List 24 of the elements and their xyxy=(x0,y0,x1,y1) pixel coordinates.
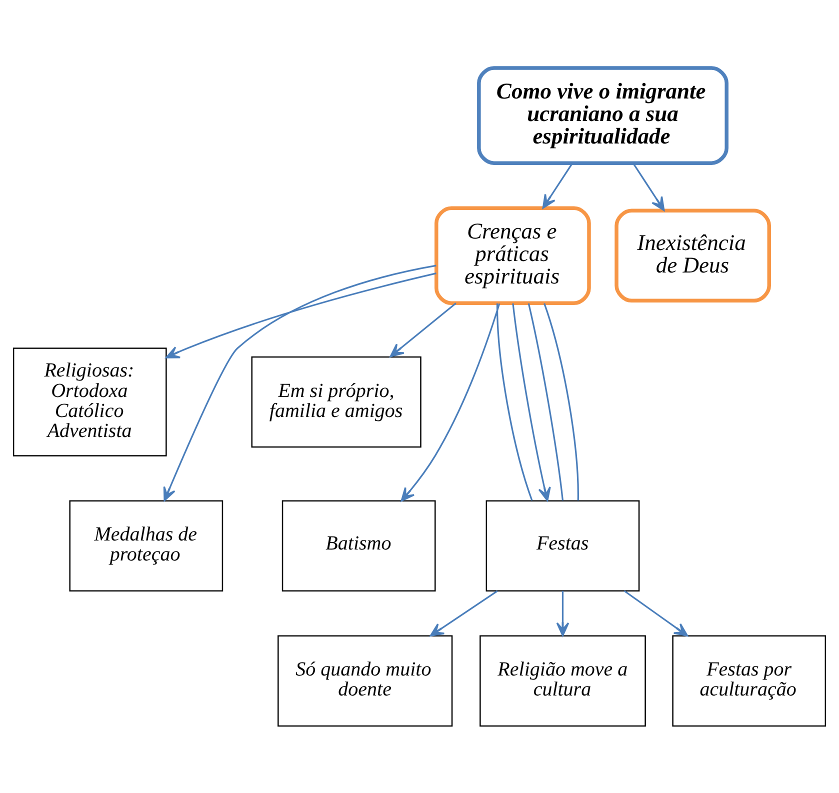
arrow xyxy=(166,272,436,358)
arrow xyxy=(390,302,456,357)
arrow xyxy=(163,264,436,501)
node-box: Festas xyxy=(486,500,640,592)
arrow xyxy=(632,162,665,210)
node-box: Como vive o imigrante ucraniano a sua espiritualidade xyxy=(477,66,728,164)
node-box: Religião move a cultura xyxy=(480,634,646,726)
arrow xyxy=(556,590,570,636)
node-box: Em si próprio, familia e amigos xyxy=(251,356,422,448)
arrow xyxy=(542,162,573,208)
connector xyxy=(496,302,533,500)
arrow xyxy=(512,302,551,501)
connector xyxy=(544,302,579,500)
arrow xyxy=(430,590,498,636)
node-box: Só quando muito doente xyxy=(278,634,453,726)
node-box: Batismo xyxy=(282,500,436,592)
node-box: Inexistência de Deus xyxy=(614,208,772,302)
node-box: Religiosas: Ortodoxa Católico Adventista xyxy=(12,347,167,456)
arrow xyxy=(624,590,688,636)
node-box: Medalhas de proteçao xyxy=(69,500,224,592)
node-box: Festas por aculturação xyxy=(672,634,826,726)
node-box: Crenças e práticas espirituais xyxy=(434,206,591,305)
connector xyxy=(528,302,564,500)
arrow xyxy=(400,302,500,502)
